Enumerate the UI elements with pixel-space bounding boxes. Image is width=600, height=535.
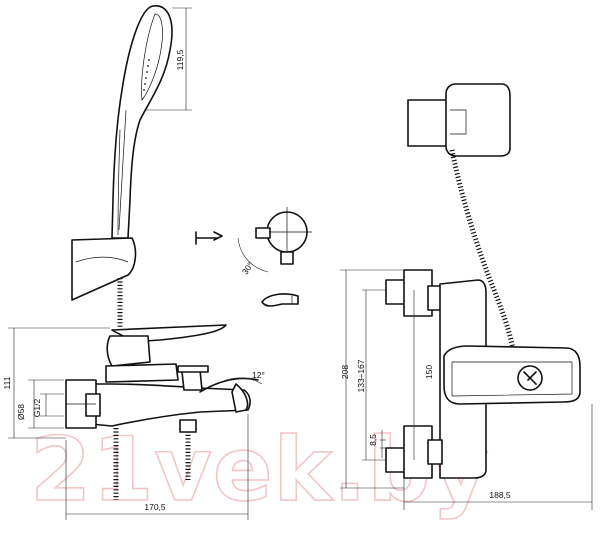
dim-total-height: 111 (2, 376, 12, 389)
dim-body-diameter: Ø58 (16, 404, 26, 420)
dim-width-front: 170,5 (144, 502, 166, 512)
front-view: 119,5 111 Ø58 G1/2 (2, 5, 265, 520)
dim-spout-angle: 12° (252, 370, 265, 380)
spray-nozzles (143, 59, 150, 91)
dim-thread: G1/2 (32, 399, 42, 418)
rotation-detail: 30° (195, 207, 312, 307)
dim-width-side: 188,5 (489, 490, 511, 500)
dim-handshower-height: 119,5 (175, 49, 185, 70)
side-view: 208 133÷167 8,5 150 188,5 (340, 83, 593, 510)
dim-side-offset: 150 (424, 365, 434, 379)
dim-centers: 133÷167 (356, 359, 366, 392)
dim-rotation-angle: 30° (240, 260, 256, 276)
dim-thread-depth: 8,5 (368, 434, 378, 446)
dim-height-side: 208 (340, 365, 350, 379)
